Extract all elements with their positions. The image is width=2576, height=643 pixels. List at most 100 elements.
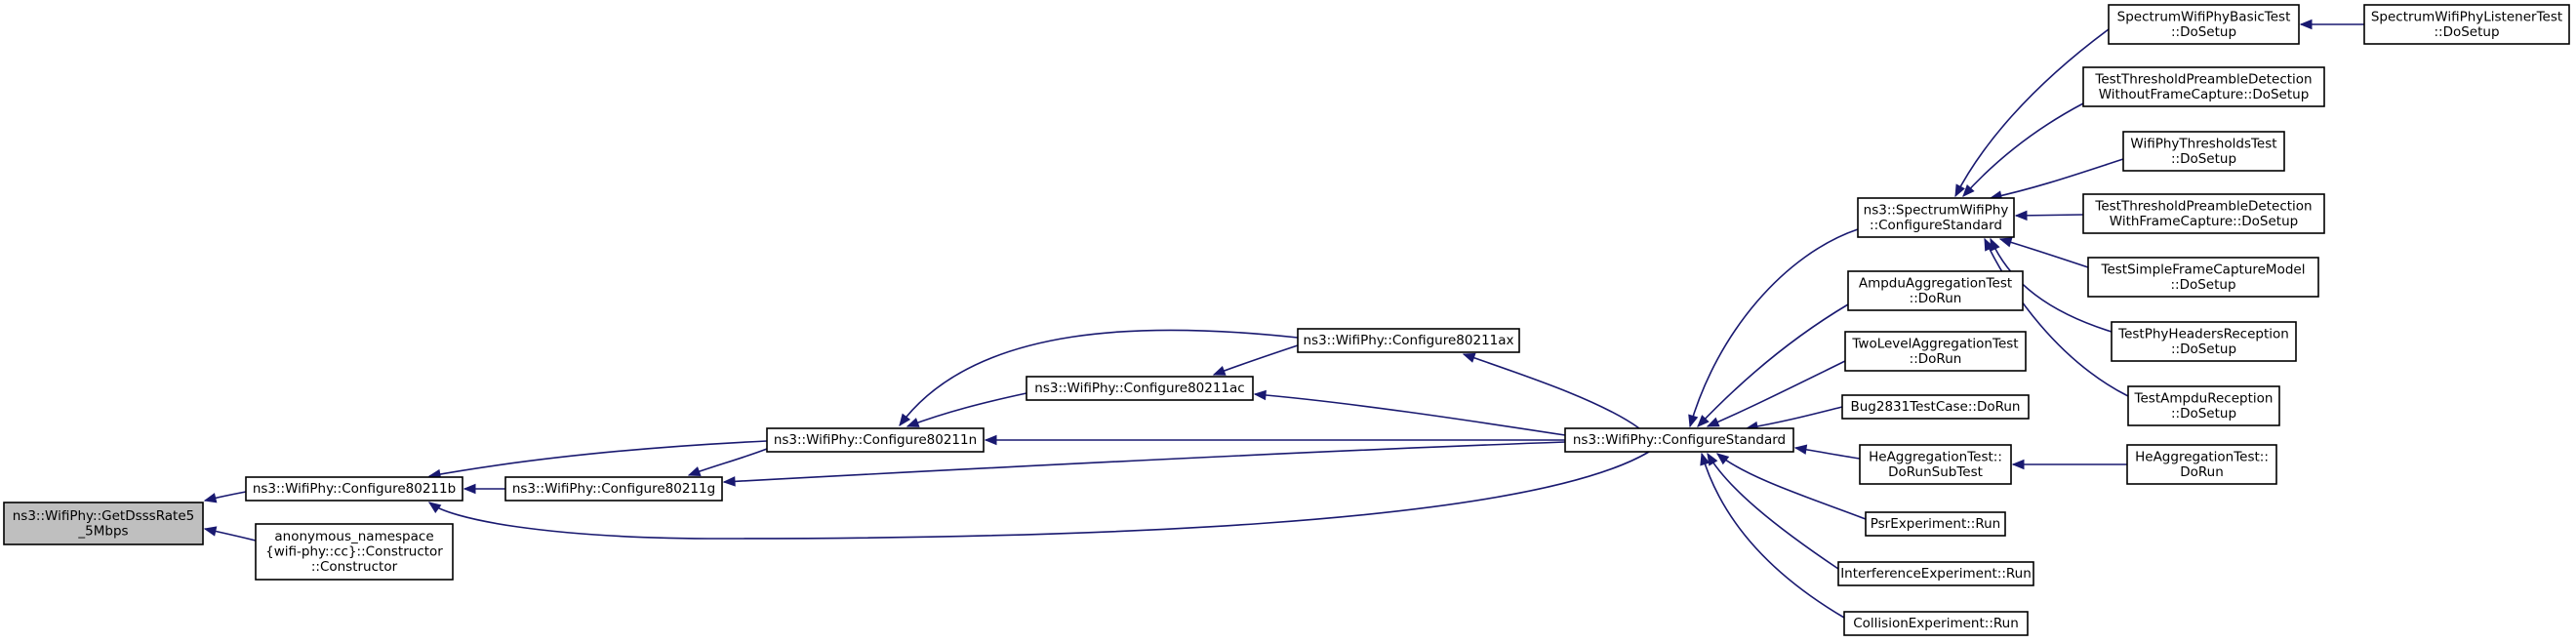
- node-bug2831[interactable]: Bug2831TestCase::DoRun: [1841, 394, 2030, 420]
- node-label-line: anonymous_namespace: [274, 529, 433, 544]
- node-label-line: AmpduAggregationTest: [1859, 275, 2012, 291]
- edge-cfgstd-to-c80211ac: [1253, 389, 1566, 436]
- edge-line: [1254, 393, 1566, 436]
- node-box: [2082, 193, 2325, 234]
- node-simplecap[interactable]: TestSimpleFrameCaptureModel::DoSetup: [2087, 257, 2319, 298]
- node-anon[interactable]: anonymous_namespace{wifi-phy::cc}::Const…: [255, 523, 454, 581]
- node-box: [1847, 270, 2024, 311]
- arrowhead: [1212, 366, 1227, 376]
- edge-c80211n-to-c80211b: [427, 440, 768, 480]
- edge-cfgstd-to-c80211n: [984, 434, 1565, 446]
- edge-line: [1707, 360, 1846, 427]
- node-label-line: TestAmpduReception: [2134, 390, 2274, 406]
- edge-line: [1984, 238, 2129, 397]
- node-label-line: TestSimpleFrameCaptureModel: [2101, 261, 2306, 277]
- node-label-line: ::DoSetup: [2434, 24, 2499, 40]
- edge-line: [688, 448, 768, 476]
- edge-spectrumcfg-to-cfgstd: [1688, 228, 1859, 428]
- nodes-layer: ns3::WifiPhy::GetDsssRate5_5Mbps ns3::Wif…: [3, 4, 2570, 636]
- edge-line: [1962, 102, 2084, 197]
- edge-psr-to-cfgstd: [1715, 453, 1867, 520]
- edges-layer: [203, 19, 2364, 619]
- node-thresh_w[interactable]: TestThresholdPreambleDetectionWithFrameC…: [2082, 193, 2325, 234]
- node-heaggrun[interactable]: HeAggregationTest::DoRun: [2126, 444, 2277, 485]
- node-box: [2111, 321, 2297, 362]
- arrowhead: [1998, 237, 2013, 248]
- node-twolevel[interactable]: TwoLevelAggregationTest::DoRun: [1844, 331, 2027, 372]
- node-thresholds[interactable]: WifiPhyThresholdsTest::DoSetup: [2122, 131, 2285, 172]
- arrowhead: [1707, 452, 1718, 466]
- node-label-line: SpectrumWifiPhyListenerTest: [2371, 9, 2562, 24]
- arrowhead: [899, 413, 911, 427]
- node-label-line: DoRun: [2180, 464, 2224, 480]
- node-box: [504, 476, 723, 502]
- node-box: [2122, 131, 2285, 172]
- node-box: [245, 476, 463, 502]
- node-heaggsub[interactable]: HeAggregationTest::DoRunSubTest: [1859, 444, 2012, 485]
- node-box: [3, 502, 204, 545]
- edge-line: [1689, 228, 1859, 427]
- node-label-line: Bug2831TestCase::DoRun: [1850, 399, 2020, 415]
- node-label-line: ::DoSetup: [2171, 406, 2236, 422]
- edge-line: [428, 451, 1650, 540]
- edge-anon-to-getdsss: [203, 526, 257, 542]
- arrowhead: [906, 418, 920, 427]
- node-cfgstd[interactable]: ns3::WifiPhy::ConfigureStandard: [1564, 427, 1794, 453]
- node-c80211b[interactable]: ns3::WifiPhy::Configure80211b: [245, 476, 463, 502]
- node-label-line: TestThresholdPreambleDetection: [2094, 198, 2312, 214]
- node-label-line: ::DoSetup: [2170, 277, 2235, 293]
- edge-line: [1213, 344, 1299, 376]
- node-ampdu[interactable]: AmpduAggregationTest::DoRun: [1847, 270, 2024, 311]
- edge-spectrumbasic-to-spectrumcfg: [1954, 28, 2110, 198]
- node-box: [2126, 444, 2277, 485]
- edge-thresh_w-to-spectrumcfg: [2014, 210, 2084, 221]
- arrowhead: [1984, 237, 1994, 252]
- edge-line: [899, 329, 1299, 426]
- node-label-line: {wifi-phy::cc}::Constructor: [265, 544, 443, 560]
- edge-collision-to-cfgstd: [1700, 452, 1845, 619]
- node-c80211g[interactable]: ns3::WifiPhy::Configure80211g: [504, 476, 723, 502]
- node-label-line: ns3::WifiPhy::Configure80211ax: [1303, 333, 1513, 348]
- arrowhead: [1715, 453, 1730, 465]
- node-headers[interactable]: TestPhyHeadersReception::DoSetup: [2111, 321, 2297, 362]
- edge-twolevel-to-cfgstd: [1706, 360, 1846, 427]
- node-interf[interactable]: InterferenceExperiment::Run: [1837, 561, 2034, 586]
- arrowhead: [1697, 415, 1710, 427]
- node-thresh_wo[interactable]: TestThresholdPreambleDetectionWithoutFra…: [2082, 66, 2325, 107]
- node-label-line: HeAggregationTest::: [2135, 449, 2269, 464]
- node-c80211ax[interactable]: ns3::WifiPhy::Configure80211ax: [1297, 328, 1520, 353]
- node-label-line: ns3::WifiPhy::Configure80211g: [512, 481, 715, 497]
- node-box: [1564, 427, 1794, 453]
- node-label-line: DoRunSubTest: [1888, 464, 1983, 480]
- arrowhead: [2011, 459, 2025, 470]
- node-label-line: CollisionExperiment::Run: [1853, 616, 2019, 631]
- node-getdsss[interactable]: ns3::WifiPhy::GetDsssRate5_5Mbps: [3, 502, 204, 545]
- edge-listener-to-spectrumbasic: [2299, 19, 2364, 30]
- node-label-line: InterferenceExperiment::Run: [1840, 566, 2032, 582]
- edge-cfgstd-to-c80211g: [722, 441, 1566, 487]
- node-label-line: ns3::WifiPhy::Configure80211b: [253, 481, 456, 497]
- node-box: [2082, 66, 2325, 107]
- node-spectrumcfg[interactable]: ns3::SpectrumWifiPhy::ConfigureStandard: [1857, 197, 2015, 238]
- node-listener[interactable]: SpectrumWifiPhyListenerTest::DoSetup: [2363, 4, 2570, 45]
- node-collision[interactable]: CollisionExperiment::Run: [1843, 611, 2029, 636]
- node-label-line: ns3::WifiPhy::ConfigureStandard: [1573, 432, 1786, 448]
- edge-line: [1463, 353, 1640, 429]
- node-c80211ac[interactable]: ns3::WifiPhy::Configure80211ac: [1026, 376, 1254, 401]
- node-label-line: ::DoSetup: [2171, 151, 2236, 167]
- node-spectrumbasic[interactable]: SpectrumWifiPhyBasicTest::DoSetup: [2108, 4, 2300, 45]
- node-label-line: ::DoSetup: [2171, 342, 2236, 357]
- node-psr[interactable]: PsrExperiment::Run: [1865, 511, 2006, 537]
- arrowhead: [2299, 19, 2313, 30]
- node-box: [2127, 385, 2280, 426]
- arrowhead: [463, 483, 476, 495]
- edge-c80211ax-to-c80211n: [899, 329, 1299, 427]
- node-ampdurecv[interactable]: TestAmpduReception::DoSetup: [2127, 385, 2280, 426]
- edge-line: [1999, 238, 2089, 268]
- node-label-line: WithoutFrameCapture::DoSetup: [2099, 87, 2310, 102]
- arrowhead: [203, 526, 218, 537]
- node-label-line: HeAggregationTest::: [1869, 449, 2002, 464]
- node-c80211n[interactable]: ns3::WifiPhy::Configure80211n: [766, 427, 985, 453]
- edge-line: [723, 441, 1566, 483]
- edge-ampdu-to-cfgstd: [1697, 303, 1849, 427]
